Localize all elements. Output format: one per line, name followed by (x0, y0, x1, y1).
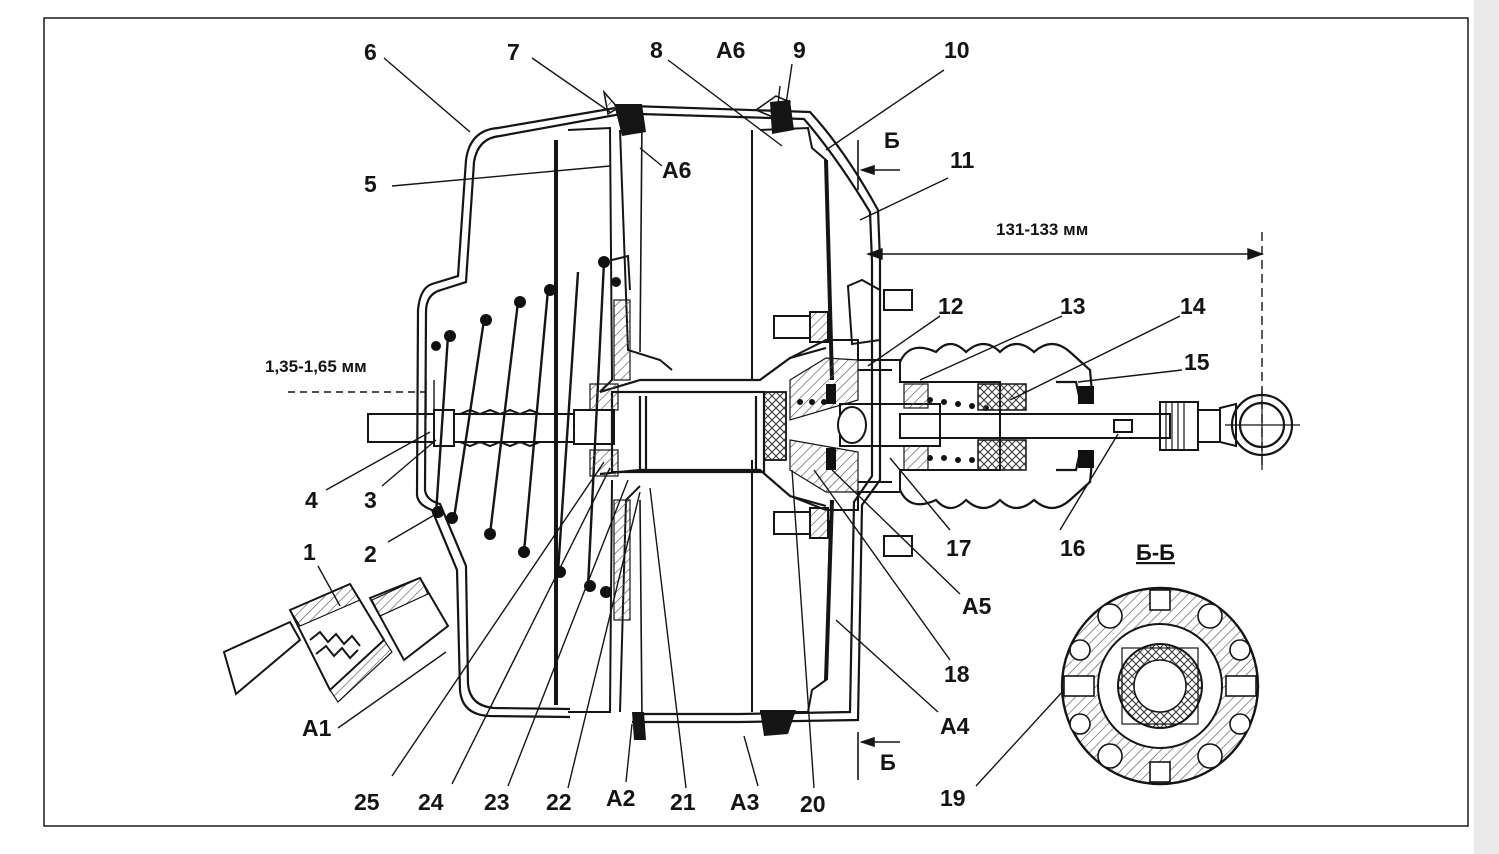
section-bb-detail (1060, 586, 1260, 786)
callout-a2: A2 (606, 785, 635, 811)
pushrod (899, 401, 1237, 451)
callout-5: 5 (364, 171, 377, 197)
boot-collar-lower (1078, 450, 1094, 468)
check-valve-hatch (289, 583, 361, 627)
boot-collar (1078, 386, 1094, 404)
callout-15: 15 (1184, 349, 1210, 375)
callout-a6-top: A6 (716, 37, 745, 63)
callout-1: 1 (303, 539, 316, 565)
drawing-frame (43, 17, 1469, 827)
callout-17: 17 (946, 535, 972, 561)
callout-14: 14 (1180, 293, 1206, 319)
callout-10: 10 (944, 37, 970, 63)
callout-a5: A5 (962, 593, 992, 619)
section-detail-title: Б-Б (1136, 540, 1175, 565)
callout-3: 3 (364, 487, 377, 513)
callout-18: 18 (944, 661, 970, 687)
section-mark-top: Б (884, 128, 900, 153)
callout-12: 12 (938, 293, 964, 319)
reaction-disc (763, 391, 787, 461)
spring-coil-sections (431, 256, 621, 598)
gap-dimension (288, 380, 435, 418)
callout-8: 8 (650, 37, 663, 63)
return-spring (434, 261, 606, 587)
mounting-studs (773, 278, 913, 557)
diaphragm-front (751, 126, 834, 713)
section-mark-bottom: Б (880, 750, 896, 775)
air-filter-upper (977, 383, 1027, 411)
callout-labels: 1 2 3 4 5 6 7 8 9 10 11 12 13 14 15 16 1… (302, 37, 1210, 817)
callout-25: 25 (354, 789, 380, 815)
valve-spring-cup (903, 383, 929, 409)
callout-24: 24 (418, 789, 444, 815)
callout-6: 6 (364, 39, 377, 65)
callout-23: 23 (484, 789, 510, 815)
clevis-thread-marks (1165, 402, 1185, 450)
callout-11: 11 (950, 147, 975, 173)
callout-19: 19 (940, 785, 966, 811)
leader-lines (317, 57, 1183, 789)
callout-21: 21 (670, 789, 696, 815)
rod-length-dimension (865, 232, 1265, 470)
callout-7: 7 (507, 39, 520, 65)
section-cut-markers (857, 140, 900, 780)
callout-22: 22 (546, 789, 572, 815)
rear-piston-hatch (613, 299, 631, 381)
callout-20: 20 (800, 791, 826, 817)
callout-a1: A1 (302, 715, 332, 741)
rear-housing (415, 104, 882, 724)
check-valve-hatch-2 (371, 577, 429, 617)
check-valve-hatch-3 (329, 639, 393, 703)
pushrod-ball-end (837, 406, 867, 444)
callout-4: 4 (305, 487, 318, 513)
callout-13: 13 (1060, 293, 1086, 319)
air-filter-lower (977, 439, 1027, 471)
gap-dimension-label: 1,35-1,65 мм (265, 357, 367, 376)
valve-body-hatch (789, 357, 859, 421)
rear-piston-hatch-lower (613, 499, 631, 621)
rod-length-dimension-label: 131-133 мм (996, 220, 1088, 239)
callout-16: 16 (1060, 535, 1086, 561)
protective-boot (898, 342, 1094, 510)
valve-spring-cup-lower (903, 445, 929, 471)
callout-a4: A4 (940, 713, 970, 739)
callout-a6-mid: A6 (662, 157, 691, 183)
callout-a3: A3 (730, 789, 759, 815)
callout-9: 9 (793, 37, 806, 63)
callout-2: 2 (364, 541, 377, 567)
diaphragm-rear (554, 119, 673, 721)
hub-flange-hatch (589, 383, 619, 411)
scan-edge-shadow (1474, 0, 1499, 854)
piston-hub (599, 346, 827, 508)
rear-rod (367, 408, 615, 448)
